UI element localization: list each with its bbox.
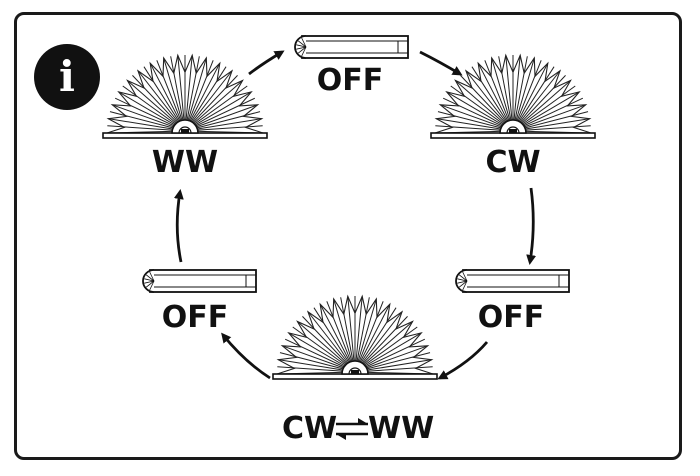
info-glyph: i xyxy=(59,52,75,101)
state-label-ww-part: WW xyxy=(368,411,435,446)
fan-light-cw-ww xyxy=(272,294,438,380)
arrow-cw-ww-to-off xyxy=(221,332,271,380)
state-label-cw: CW xyxy=(485,145,541,180)
folded-light-top xyxy=(294,35,409,59)
arrow-off-to-ww xyxy=(173,189,184,263)
state-label-ww: WW xyxy=(151,145,219,180)
folded-light-right xyxy=(455,269,570,293)
state-label-left-off: OFF xyxy=(161,300,229,335)
swap-arrows-icon xyxy=(336,418,368,440)
arrow-off-to-cw-ww xyxy=(437,341,489,380)
state-label-right-off: OFF xyxy=(477,300,545,335)
folded-light-left xyxy=(142,269,257,293)
diagram-frame xyxy=(14,12,682,460)
info-icon: i xyxy=(34,44,100,110)
state-label-cw-part: CW xyxy=(282,411,338,446)
fan-light-cw xyxy=(430,53,596,139)
arrow-cw-to-off xyxy=(526,187,537,265)
arrow-ww-to-off xyxy=(248,50,285,76)
fan-light-ww xyxy=(102,53,268,139)
state-label-top-off: OFF xyxy=(316,63,384,98)
arrow-off-to-cw xyxy=(419,50,463,76)
